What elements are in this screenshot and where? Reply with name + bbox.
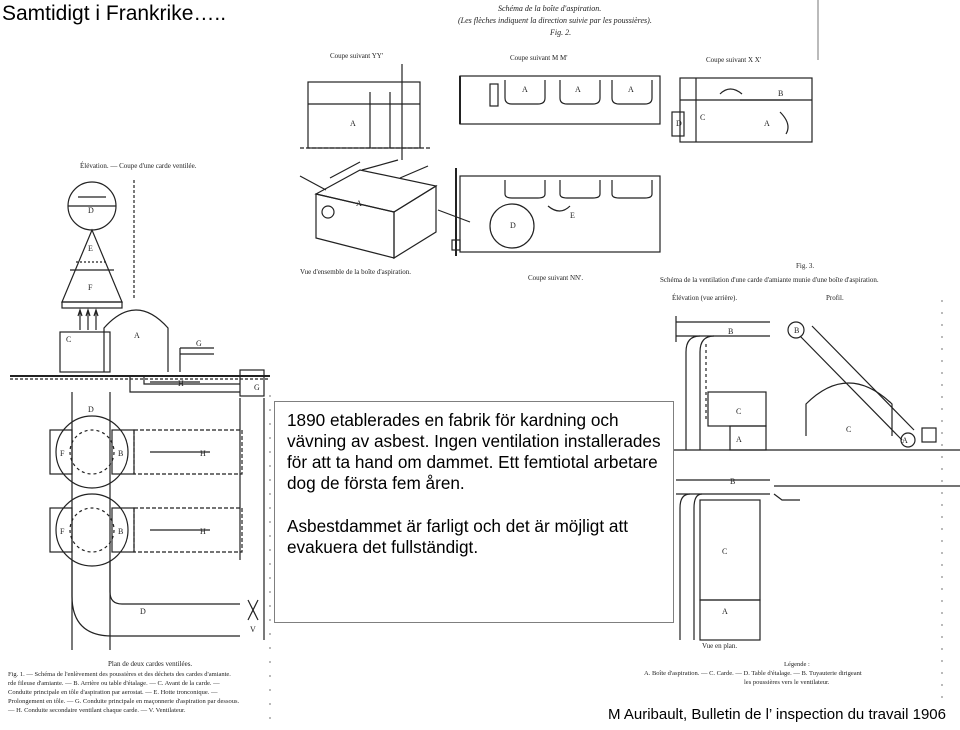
- svg-text:A: A: [902, 436, 908, 445]
- svg-text:D: D: [140, 607, 146, 616]
- svg-text:C: C: [66, 335, 71, 344]
- svg-text:F: F: [60, 527, 65, 536]
- svg-text:D: D: [510, 221, 516, 230]
- fig3-title: Schéma de la ventilation d'une carde d'a…: [660, 276, 879, 284]
- svg-text:G: G: [196, 339, 202, 348]
- drawing-coupe-yy: [300, 64, 430, 160]
- caption-plan-deux-cardes: Plan de deux cardes ventilées.: [108, 660, 193, 668]
- body-paragraph-1: 1890 etablerades en fabrik för kardning …: [287, 410, 661, 493]
- caption-profil: Profil.: [826, 294, 844, 302]
- fig1-caption-line-5: — H. Conduite secondaire ventilant chaqu…: [8, 707, 186, 714]
- svg-text:G: G: [254, 383, 260, 392]
- svg-text:A: A: [736, 435, 742, 444]
- caption-coupe-xx: Coupe suivant X X': [706, 56, 762, 64]
- svg-text:A: A: [628, 85, 634, 94]
- svg-text:E: E: [570, 211, 575, 220]
- slide-title: Samtidigt i Frankrike…..: [2, 2, 227, 25]
- svg-text:A: A: [134, 331, 140, 340]
- svg-text:H: H: [200, 527, 206, 536]
- caption-coupe-nn: Coupe suivant NN'.: [528, 274, 584, 282]
- drawing-coupe-nn: [451, 168, 661, 256]
- elevation-drawing-left: [10, 180, 270, 397]
- caption-elevation-left: Élévation. — Coupe d'une carde ventilée.: [80, 162, 197, 170]
- fig1-caption-line-1: Fig. 1. — Schéma de l'enlèvement des pou…: [8, 671, 231, 678]
- svg-text:A: A: [356, 199, 362, 208]
- fig1-caption-line-3: Conduite principale en tôle d'aspiration…: [8, 689, 218, 696]
- drawing-elevation-right: [670, 316, 960, 451]
- caption-elevation-right: Élévation (vue arrière).: [672, 294, 738, 302]
- source-credit: M Auribault, Bulletin de l’ inspection d…: [606, 706, 948, 723]
- fig3-number: Fig. 3.: [796, 262, 815, 270]
- page-margin-marks: [269, 0, 943, 720]
- fig1-caption-line-4: Prolongement en tôle. — G. Conduite prin…: [8, 698, 240, 705]
- fig1-caption-line-2: rde fileuse d'amiante. — B. Arrière ou t…: [8, 680, 220, 687]
- svg-text:C: C: [700, 113, 705, 122]
- svg-text:A: A: [522, 85, 528, 94]
- fig2-number: Fig. 2.: [550, 28, 572, 37]
- fig1-caption: Fig. 1. — Schéma de l'enlèvement des pou…: [8, 670, 338, 715]
- body-paragraph-2: Asbestdammet är farligt och det är möjli…: [287, 516, 629, 557]
- svg-text:A: A: [764, 119, 770, 128]
- svg-text:B: B: [778, 89, 783, 98]
- text-box: 1890 etablerades en fabrik för kardning …: [274, 401, 674, 623]
- drawing-vue-ensemble: [299, 159, 471, 260]
- drawing-coupe-xx: [671, 77, 813, 143]
- svg-text:A: A: [722, 607, 728, 616]
- caption-vue-ensemble: Vue d'ensemble de la boîte d'aspiration.: [300, 268, 411, 276]
- svg-text:B: B: [728, 327, 733, 336]
- svg-text:B: B: [118, 527, 123, 536]
- svg-text:H: H: [178, 379, 184, 388]
- drawing-letter-labels: D E F A C G G H D F B H F B H D V A A A …: [60, 85, 908, 634]
- legende-line-2: les poussières vers le ventilateur.: [744, 679, 830, 686]
- svg-text:D: D: [88, 405, 94, 414]
- drawing-coupe-mm: [459, 75, 661, 125]
- svg-text:B: B: [118, 449, 123, 458]
- svg-text:D: D: [88, 206, 94, 215]
- svg-text:E: E: [88, 244, 93, 253]
- svg-text:H: H: [200, 449, 206, 458]
- svg-text:B: B: [730, 477, 735, 486]
- svg-text:A: A: [575, 85, 581, 94]
- svg-text:B: B: [794, 326, 799, 335]
- fig2-subtitle: (Les flèches indiquent la direction suiv…: [458, 16, 652, 25]
- legende-title: Légende :: [784, 661, 810, 668]
- svg-text:D: D: [676, 119, 682, 128]
- legende-line-1: A. Boîte d'aspiration. — C. Carde. — D. …: [644, 670, 862, 677]
- plan-drawing-left: [49, 392, 265, 650]
- svg-text:F: F: [88, 283, 93, 292]
- svg-text:F: F: [60, 449, 65, 458]
- fig2-title: Schéma de la boîte d'aspiration.: [498, 4, 602, 13]
- drawing-plan-right: [676, 479, 960, 641]
- svg-text:C: C: [846, 425, 851, 434]
- caption-coupe-yy: Coupe suivant YY': [330, 52, 384, 60]
- legende-block: Légende : A. Boîte d'aspiration. — C. Ca…: [644, 660, 954, 687]
- svg-text:C: C: [736, 407, 741, 416]
- svg-text:V: V: [250, 625, 256, 634]
- svg-text:C: C: [722, 547, 727, 556]
- caption-vue-en-plan: Vue en plan.: [702, 642, 738, 650]
- caption-coupe-mm: Coupe suivant M M': [510, 54, 568, 62]
- svg-text:A: A: [350, 119, 356, 128]
